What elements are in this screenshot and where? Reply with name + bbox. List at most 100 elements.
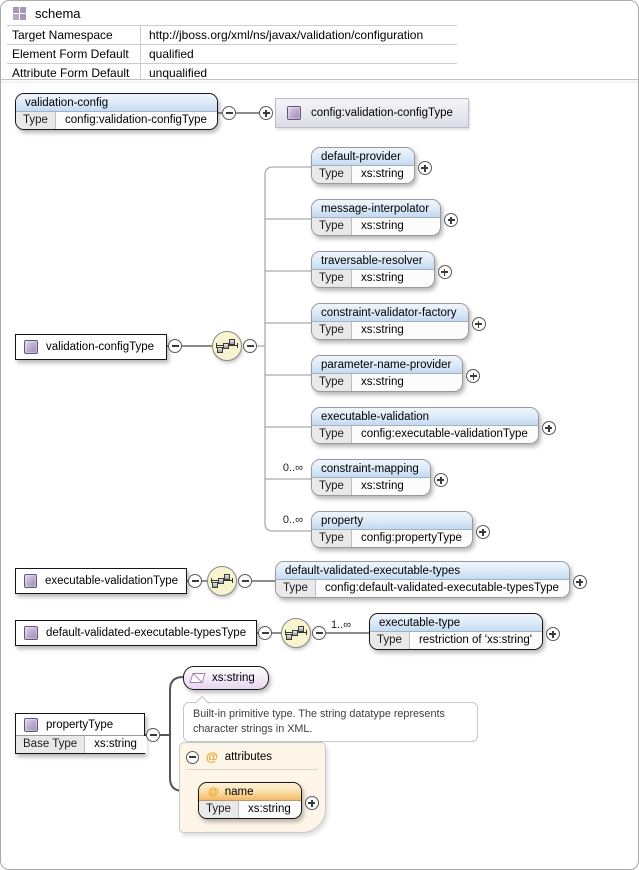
element-name: property [312,512,472,530]
occurrence-label: 0..∞ [282,462,303,474]
type-label: Type [312,270,352,287]
expand-icon[interactable] [437,265,452,279]
type-reference-text: config:validation-configType [311,107,453,119]
expand-icon[interactable] [471,317,486,331]
simple-type-icon [189,673,206,683]
type-value: config:validation-configType [55,112,217,129]
sequence-icon[interactable] [207,566,237,596]
element-name: executable-validation [312,408,538,426]
complex-type-icon [24,718,38,732]
type-value: xs:string [351,270,414,287]
expand-icon[interactable] [433,473,448,487]
at-icon: @ [206,750,218,764]
type-value: xs:string [351,218,414,235]
expand-icon[interactable] [545,627,560,641]
type-value: restriction of 'xs:string' [409,632,542,649]
element-name: traversable-resolver [312,252,434,270]
complex-type-icon [24,340,38,354]
attributes-label: attributes [224,751,273,763]
collapse-icon[interactable] [238,574,252,588]
row-value: qualified [149,47,194,61]
type-label: Type [312,426,352,443]
table-row: Target Namespace http://jboss.org/xml/ns… [7,25,457,45]
row-label: Target Namespace [7,26,141,44]
type-node-executable-validationType[interactable]: executable-validationType [15,568,187,594]
type-reference-validation-configType[interactable]: config:validation-configType [275,98,469,128]
type-value: config:propertyType [351,530,472,547]
expand-icon[interactable] [259,106,273,120]
type-name: validation-configType [46,341,155,353]
type-description-note: Built-in primitive type. The string data… [183,702,478,743]
type-label: Type [16,112,56,129]
type-node-propertyType[interactable]: propertyType Base Type xs:string [15,713,147,754]
type-name: executable-validationType [45,575,178,587]
table-row: Element Form Default qualified [7,45,457,64]
attributes-separator [187,769,318,770]
sequence-icon[interactable] [212,331,242,361]
element-name: executable-type [370,614,542,632]
row-value: unqualified [149,66,208,80]
type-label: Type [312,322,352,339]
element-name: default-validated-executable-types [276,562,569,580]
note-line: character strings in XML. [193,722,313,735]
simple-type-node-xs-string[interactable]: xs:string [183,666,269,690]
type-value: xs:string [351,374,414,391]
simple-type-name: xs:string [212,672,255,684]
expand-icon[interactable] [572,575,587,589]
schema-grid-icon [13,7,26,20]
occurrence-label: 1..∞ [331,619,352,631]
collapse-icon[interactable] [222,106,236,120]
expand-icon[interactable] [466,369,481,383]
type-label: Type [312,166,352,183]
element-name: constraint-mapping [312,460,430,478]
type-label: Type [312,478,352,495]
type-label: Type [199,801,239,818]
expand-icon[interactable] [417,161,432,175]
element-name: constraint-validator-factory [312,304,468,322]
type-value: config:default-validated-executable-type… [315,580,569,597]
complex-type-icon [24,626,38,640]
type-node-default-validated-executable-typesType[interactable]: default-validated-executable-typesType [15,620,257,646]
element-node-validation-config[interactable]: validation-config Type config:validation… [15,93,218,135]
base-type-label: Base Type [16,736,86,753]
expand-icon[interactable] [444,213,459,227]
type-label: Type [370,632,410,649]
row-label: Attribute Form Default [7,64,141,82]
collapse-icon[interactable] [188,574,202,588]
collapse-icon[interactable] [146,728,160,742]
collapse-icon[interactable] [258,626,272,640]
complex-type-icon [287,106,301,120]
expand-icon[interactable] [475,525,490,539]
sequence-icon[interactable] [281,618,311,648]
collapse-icon[interactable] [168,339,182,353]
type-value: xs:string [351,166,414,183]
expand-icon[interactable] [541,421,556,435]
attribute-name: name [224,786,254,798]
row-label: Element Form Default [7,45,141,63]
schema-properties-table: Target Namespace http://jboss.org/xml/ns… [7,25,457,83]
type-value: config:executable-validationType [351,426,538,443]
type-node-validation-configType[interactable]: validation-configType [15,334,167,360]
collapse-icon[interactable] [243,339,257,353]
type-value: xs:string [238,801,301,818]
element-name: message-interpolator [312,200,441,218]
collapse-icon[interactable] [312,626,326,640]
type-label: Type [312,530,352,547]
type-value: xs:string [351,478,414,495]
element-name: parameter-name-provider [312,356,463,374]
collapse-icon[interactable] [186,750,199,764]
page-title: schema [13,6,81,21]
type-label: Type [312,374,352,391]
expand-icon[interactable] [304,796,319,810]
